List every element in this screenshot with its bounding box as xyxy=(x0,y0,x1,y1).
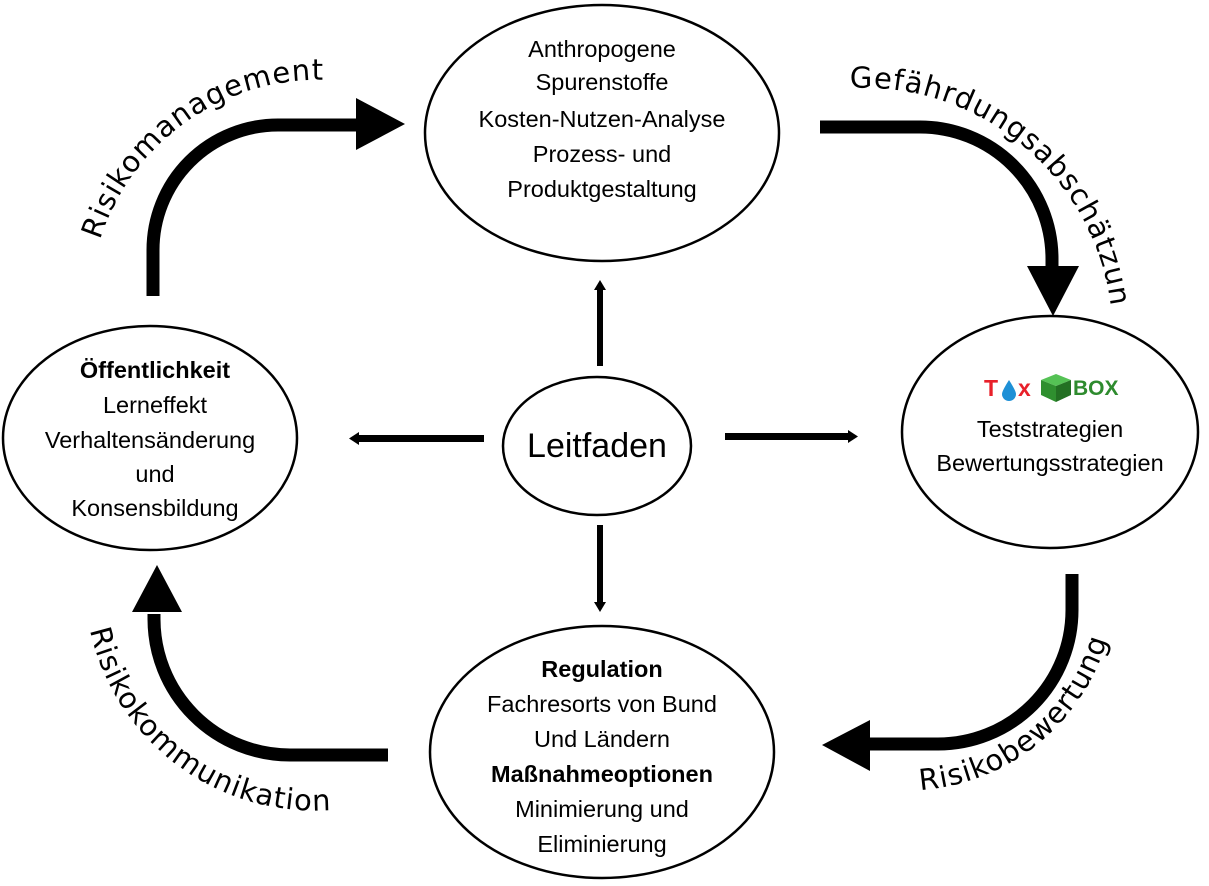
arrow-right xyxy=(725,430,858,443)
node-bottom-line: Eliminierung xyxy=(537,831,666,857)
cycle-arrow-top-left xyxy=(146,98,405,296)
node-top-ellipse xyxy=(423,3,781,263)
node-top-line: Prozess- und xyxy=(533,141,671,167)
arrow-left xyxy=(349,432,484,445)
node-left-text: Öffentlichkeit Lerneffekt Verhaltensände… xyxy=(45,357,255,521)
center-label: Leitfaden xyxy=(527,427,667,465)
node-bottom-line: Maßnahmeoptionen xyxy=(491,761,713,787)
arrow-up xyxy=(594,280,606,366)
node-bottom-line: Und Ländern xyxy=(534,726,670,752)
node-left-line: Konsensbildung xyxy=(71,495,238,521)
node-bottom-line: Fachresorts von Bund xyxy=(487,691,717,717)
node-left-line: und xyxy=(135,461,174,487)
logo-text-x: x xyxy=(1018,375,1031,401)
node-top-line: Produktgestaltung xyxy=(507,176,696,202)
node-right-line: Teststrategien xyxy=(977,416,1123,442)
node-right-line: Bewertungsstrategien xyxy=(936,450,1163,476)
node-left-line: Lerneffekt xyxy=(103,392,208,418)
node-right-ellipse xyxy=(900,314,1200,550)
cycle-arrow-bottom-right xyxy=(822,574,1079,771)
cycle-arrow-top-right xyxy=(820,120,1079,316)
node-top-line: Kosten-Nutzen-Analyse xyxy=(479,106,726,132)
node-bottom-ellipse xyxy=(428,624,776,880)
water-drop-icon xyxy=(1002,380,1016,401)
toxbox-logo: T x BOX xyxy=(984,374,1119,402)
node-left-line: Verhaltensänderung xyxy=(45,427,255,453)
node-bottom-line: Minimierung und xyxy=(515,796,689,822)
cycle-arrow-bottom-left xyxy=(132,565,388,762)
node-top-line: Spurenstoffe xyxy=(536,69,669,95)
center-arrows xyxy=(349,280,858,612)
node-left-ellipse xyxy=(1,324,299,552)
green-cube-icon xyxy=(1041,374,1071,402)
node-top-line: Anthropogene xyxy=(528,36,676,62)
logo-text-box: BOX xyxy=(1073,377,1119,400)
node-top-text: Anthropogene Spurenstoffe Kosten-Nutzen-… xyxy=(479,36,726,202)
node-bottom-text: Regulation Fachresorts von Bund Und Länd… xyxy=(487,656,717,857)
arrow-down xyxy=(594,525,606,612)
center-ellipse xyxy=(501,375,693,517)
node-left-line: Öffentlichkeit xyxy=(80,357,230,383)
logo-text-t: T xyxy=(984,375,998,401)
node-bottom-line: Regulation xyxy=(541,656,662,682)
